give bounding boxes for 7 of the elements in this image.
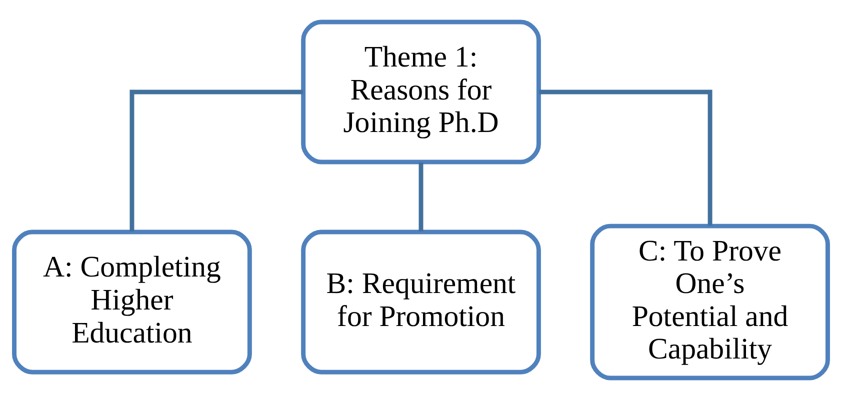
node-box: A: Completing Higher Education [12, 230, 252, 374]
connector [130, 90, 304, 232]
connector [538, 90, 712, 226]
node-box: Theme 1: Reasons for Joining Ph.D [301, 20, 541, 164]
node-box: C: To Prove One’s Potential and Capability [590, 224, 830, 380]
connector [418, 162, 424, 232]
node-box: B: Requirement for Promotion [301, 230, 541, 374]
